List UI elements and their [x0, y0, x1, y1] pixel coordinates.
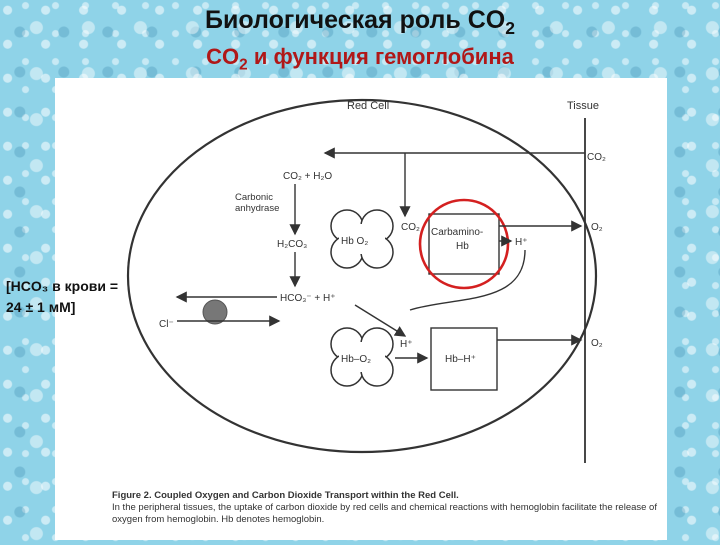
h-plus-down-arrow — [354, 304, 407, 337]
diagram-panel: Red Cell Tissue CO₂ CO₂ + H₂O Carbonic a… — [55, 78, 667, 540]
o2-top-label: O₂ — [591, 222, 603, 233]
co2-h2o-label: CO₂ + H₂O — [283, 171, 332, 182]
slide-title-sub: 2 — [505, 18, 515, 38]
caption-label: Figure 2. Coupled Oxygen and Carbon Diox… — [112, 490, 459, 501]
hbo2-bottom-molecule — [330, 327, 394, 387]
subtitle-post: и функция гемоглобина — [247, 44, 514, 69]
figure-caption: Figure 2. Coupled Oxygen and Carbon Diox… — [112, 490, 662, 526]
slide-title: Биологическая роль CO2 — [0, 6, 720, 39]
red-cell-label: Red Cell — [347, 100, 389, 112]
h-plus-mid-label: H⁺ — [400, 339, 413, 350]
callout-line-1: [HCO₃ в крови = — [6, 278, 119, 294]
hbo2-bottom-label: Hb–O₂ — [341, 354, 371, 365]
slide-subtitle: CO2 и функция гемоглобина — [0, 44, 720, 74]
o2-bottom-label: O₂ — [591, 338, 603, 349]
carbonic-label-1: Carbonic — [235, 192, 273, 203]
h-plus-right-label: H⁺ — [515, 237, 528, 248]
subtitle-sub: 2 — [239, 56, 248, 74]
transport-diagram: Red Cell Tissue CO₂ CO₂ + H₂O Carbonic a… — [126, 98, 606, 463]
h2co3-label: H₂CO₃ — [277, 239, 307, 250]
carbamino-box — [428, 213, 500, 275]
carbonic-label-2: anhydrase — [235, 203, 279, 214]
cl-minus-label: Cl⁻ — [159, 319, 174, 330]
slide-title-text: Биологическая роль CO — [205, 6, 506, 34]
co2-tissue-label: CO₂ — [587, 152, 606, 163]
callout-line-2: 24 ± 1 мМ] — [6, 299, 76, 315]
hbo2-top-label: Hb O₂ — [341, 236, 368, 247]
hbh-label: Hb–H⁺ — [445, 354, 476, 365]
carbamino-label-1: Carbamino- — [431, 227, 483, 238]
chloride-exchanger — [202, 299, 228, 325]
carbamino-label-2: Hb — [456, 241, 469, 252]
subtitle-pre: CO — [206, 44, 240, 69]
hbo2-top-molecule — [330, 209, 394, 269]
caption-body: In the peripheral tissues, the uptake of… — [112, 502, 657, 525]
co2-small-label: CO₂ — [401, 222, 420, 233]
bicarbonate-callout: [HCO₃ в крови = 24 ± 1 мМ] — [6, 276, 118, 318]
red-cell-outline — [126, 98, 598, 454]
h-plus-curve — [409, 249, 526, 311]
tissue-label: Tissue — [567, 100, 599, 112]
hco3-h-label: HCO₃⁻ + H⁺ — [280, 293, 335, 304]
hbh-box — [430, 327, 498, 391]
